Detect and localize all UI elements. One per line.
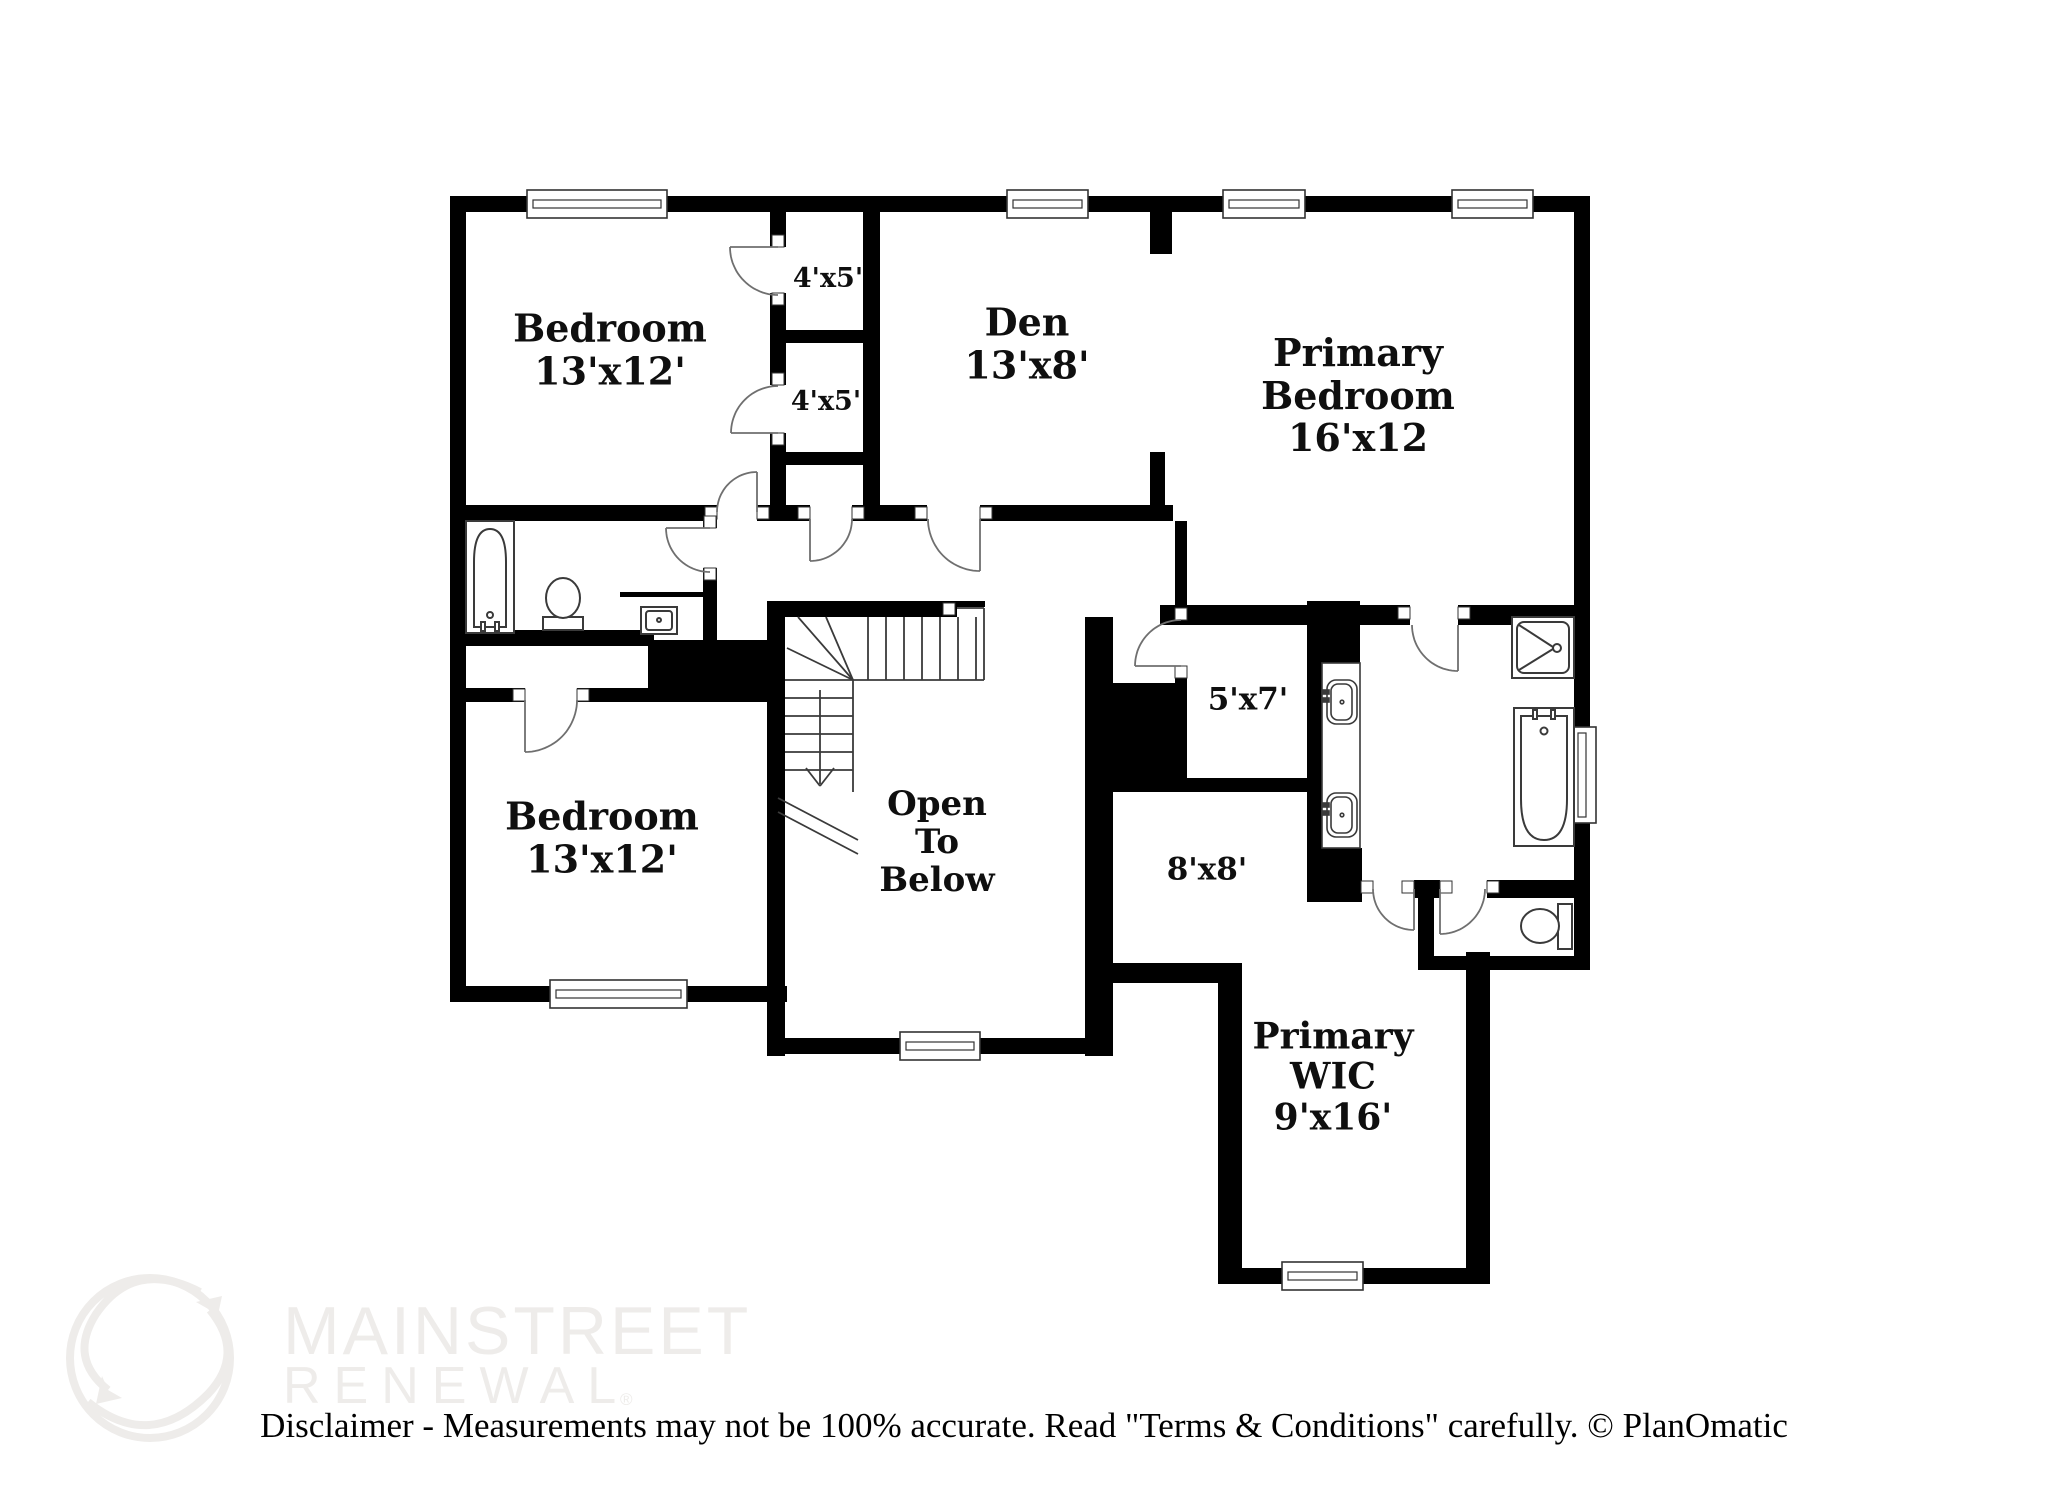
watermark-brand-line2: RENEWAL xyxy=(283,1357,630,1415)
room-label-open-to-below: Open To Below xyxy=(879,783,995,901)
room-label-closet-5x7: 5'x7' xyxy=(1207,681,1289,718)
toilet-icon xyxy=(542,577,584,631)
room-label-primary-bedroom: Primary Bedroom 16'x12 xyxy=(1261,330,1455,461)
door-jambs-layer xyxy=(512,234,1500,894)
disclaimer-text: Disclaimer - Measurements may not be 100… xyxy=(260,1406,1788,1445)
room-label-closet-upper: 4'x5' xyxy=(792,262,864,294)
toilet-icon xyxy=(1520,903,1573,950)
room-label-bedroom-2: Bedroom 13'x12' xyxy=(505,793,699,881)
staircase-icon xyxy=(777,607,985,855)
room-label-hall-8x8: 8'x8' xyxy=(1166,851,1248,888)
bathtub-icon xyxy=(465,520,515,634)
bathtub-icon xyxy=(1513,707,1575,847)
watermark-brand-line1: MAINSTREET xyxy=(283,1293,752,1369)
room-label-closet-lower: 4'x5' xyxy=(790,385,862,417)
door-swings-layer xyxy=(524,246,1486,935)
mainstreet-renewal-logo-icon xyxy=(66,1274,234,1442)
registered-trademark-icon: ® xyxy=(620,1390,633,1409)
room-label-primary-wic: Primary WIC 9'x16' xyxy=(1252,1015,1414,1139)
shower-icon xyxy=(1511,616,1575,679)
sink-icon xyxy=(640,606,678,635)
double-vanity-icon xyxy=(1321,662,1361,849)
room-label-den: Den 13'x8' xyxy=(964,299,1090,387)
room-label-bedroom-1: Bedroom 13'x12' xyxy=(513,305,707,393)
